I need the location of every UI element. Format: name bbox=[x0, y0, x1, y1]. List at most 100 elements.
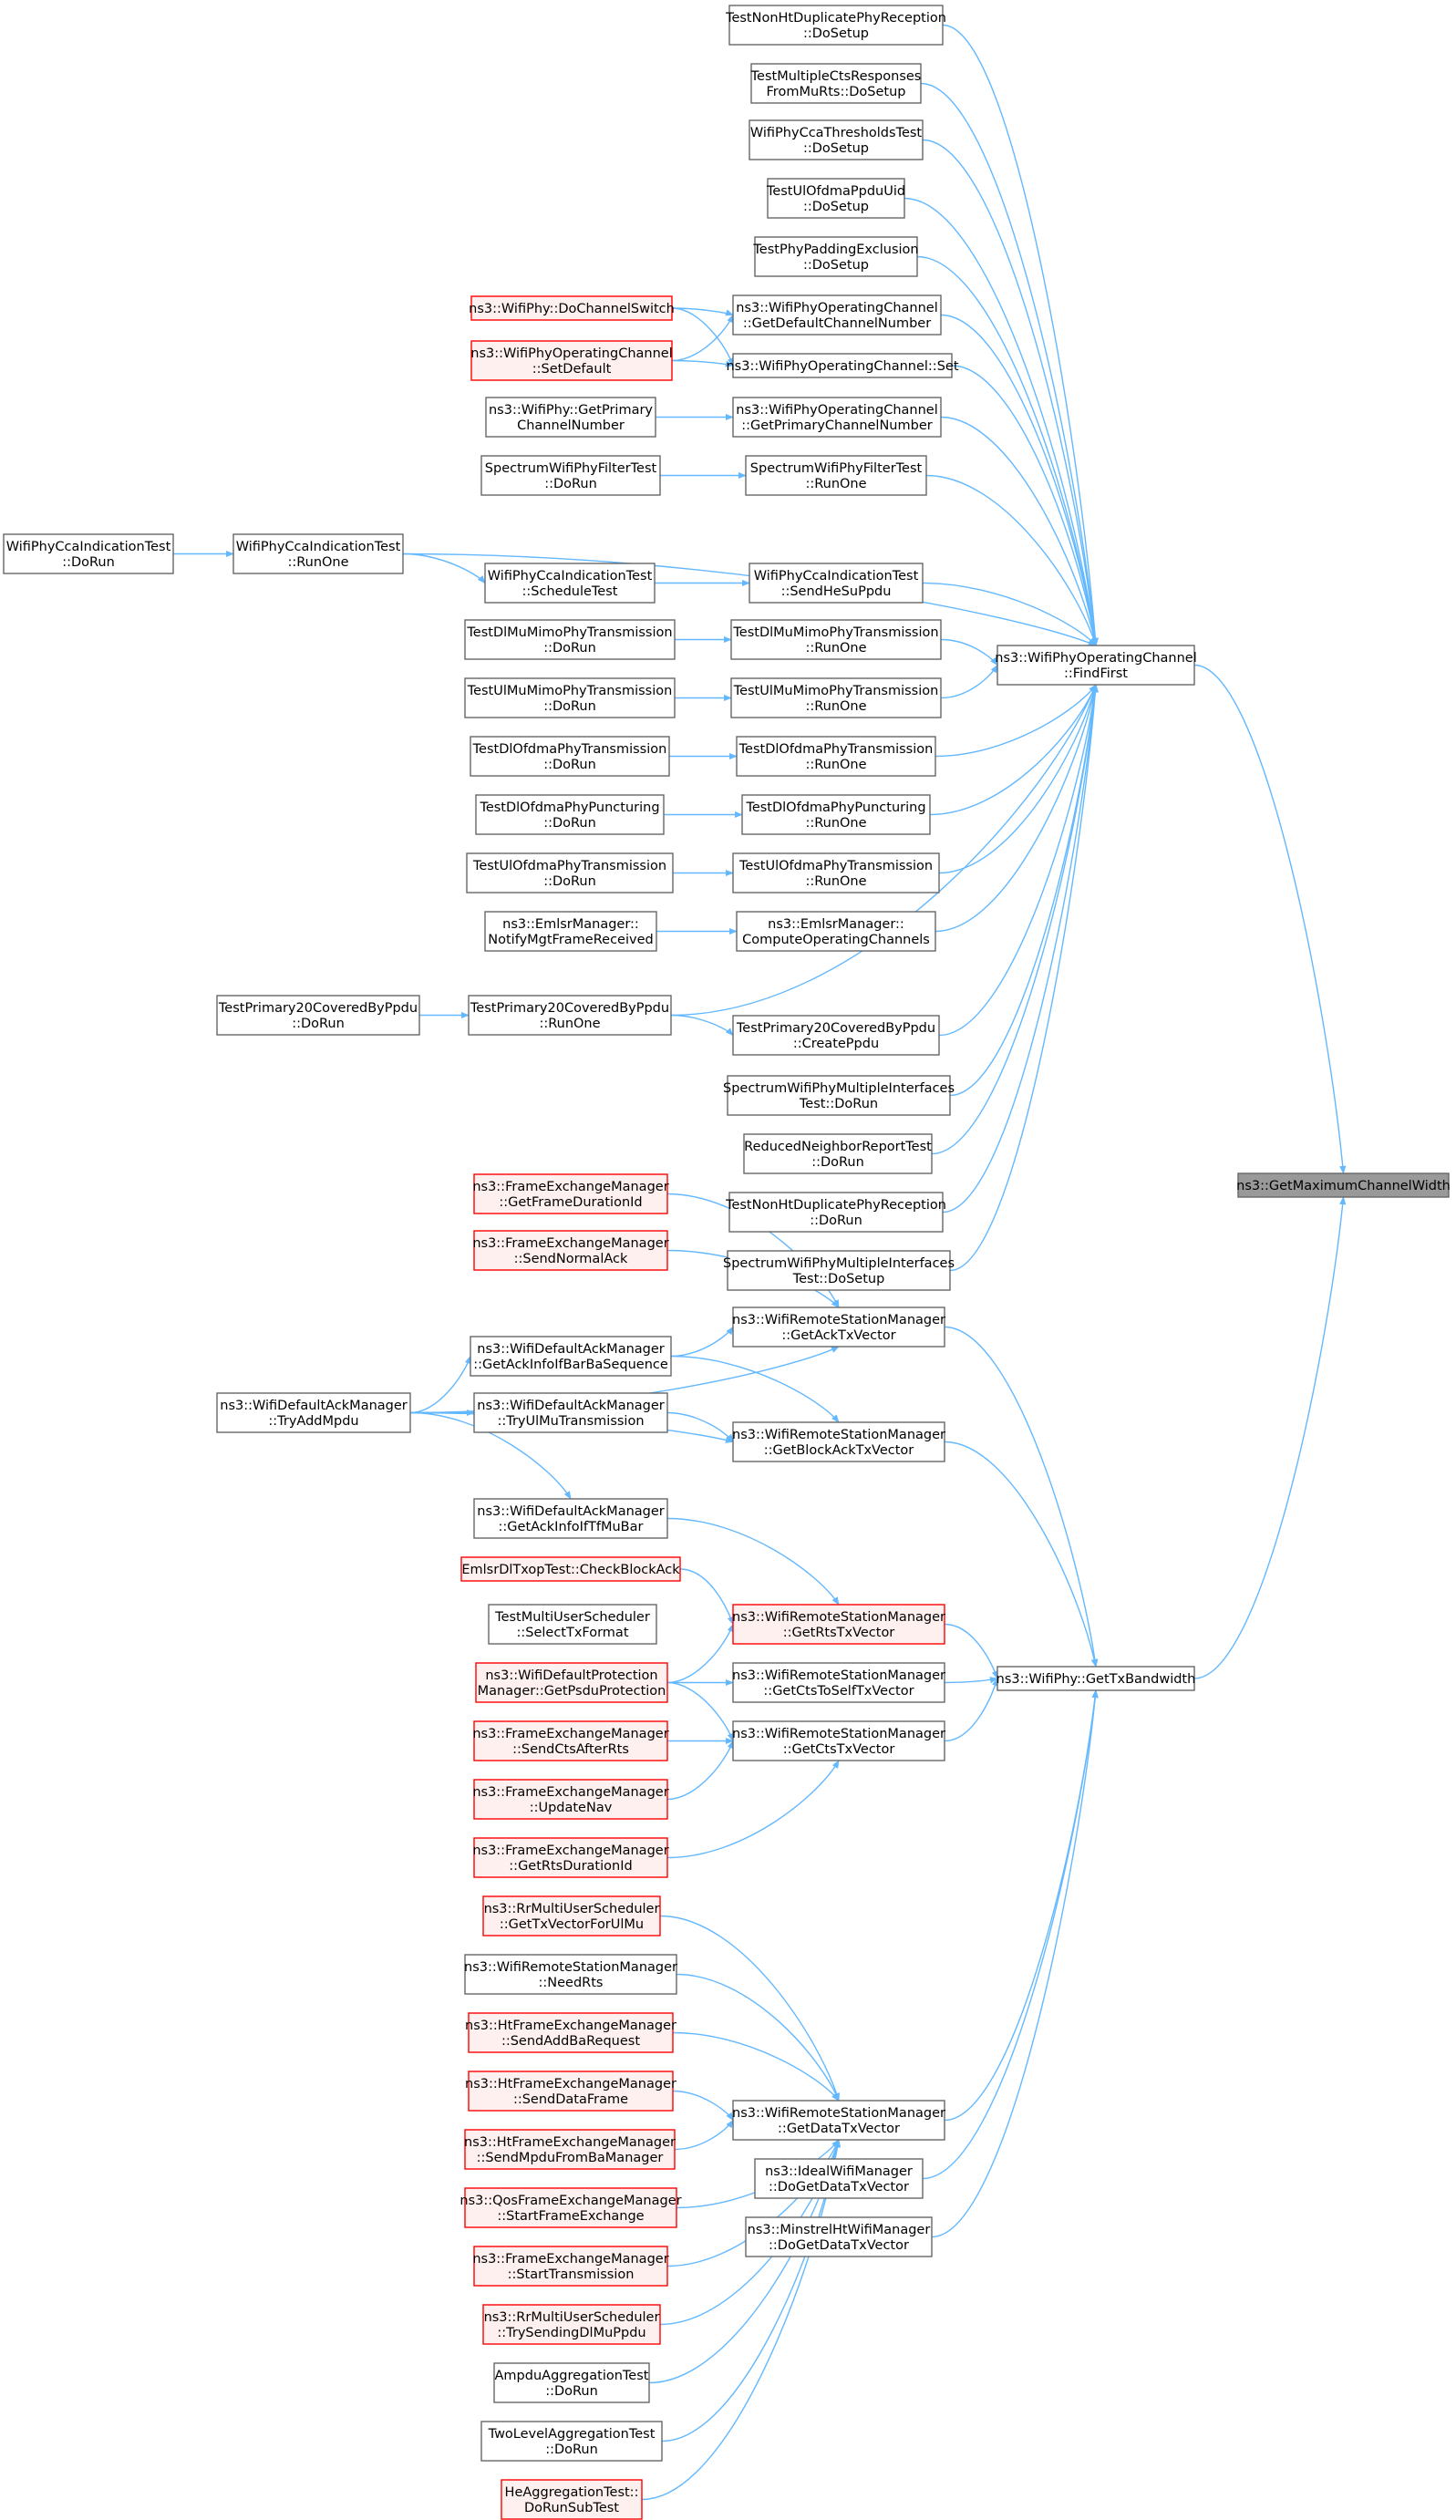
node-p20-run-one[interactable]: TestPrimary20CoveredByPpdu::RunOne bbox=[468, 995, 672, 1036]
edge-find-first-to-root bbox=[1193, 664, 1347, 1174]
edge-path bbox=[942, 24, 1099, 646]
node-box bbox=[470, 295, 673, 321]
node-nhdpr-do-run[interactable]: TestNonHtDuplicatePhyReception::DoRun bbox=[725, 1192, 946, 1233]
node-rsm-get-ack-tx-vector[interactable]: ns3::WifiRemoteStationManager::GetAckTxV… bbox=[732, 1306, 945, 1348]
node-rr-get-tx-vector-ul-mu[interactable]: ns3::RrMultiUserScheduler::GetTxVectorFo… bbox=[482, 1895, 661, 1936]
edge-ccai-run-one-to-ccai-schedule bbox=[402, 553, 486, 584]
node-label-line: ::CreatePpdu bbox=[793, 1037, 879, 1051]
node-ht-send-mpdu-from-ba[interactable]: ns3::HtFrameExchangeManager::SendMpduFro… bbox=[464, 2129, 676, 2170]
node-tla-do-run[interactable]: TwoLevelAggregationTest::DoRun bbox=[480, 2421, 663, 2462]
node-box bbox=[732, 397, 942, 438]
node-get-tx-bandwidth[interactable]: ns3::WifiPhy::GetTxBandwidth bbox=[996, 1666, 1196, 1691]
node-hea-do-run-sub-test[interactable]: HeAggregationTest::DoRunSubTest bbox=[501, 2479, 643, 2520]
node-ccat-do-setup[interactable]: WifiPhyCcaThresholdsTest::DoSetup bbox=[749, 119, 924, 160]
node-dlpunc-run-one[interactable]: TestDlOfdmaPhyPuncturing::RunOne bbox=[741, 794, 931, 835]
node-ampdu-do-run[interactable]: AmpduAggregationTest::DoRun bbox=[493, 2362, 650, 2403]
node-rnr-do-run[interactable]: ReducedNeighborReportTest::DoRun bbox=[743, 1133, 933, 1174]
node-ulmimo-run-one[interactable]: TestUlMuMimoPhyTransmission::RunOne bbox=[730, 677, 942, 718]
node-ulofdma-do-run[interactable]: TestUlOfdmaPhyTransmission::DoRun bbox=[466, 852, 674, 893]
node-rsm-get-cts-to-self[interactable]: ns3::WifiRemoteStationManager::GetCtsToS… bbox=[732, 1662, 945, 1703]
node-box bbox=[736, 736, 936, 777]
node-ccai-schedule[interactable]: WifiPhyCcaIndicationTest::ScheduleTest bbox=[484, 563, 656, 604]
node-label-line: TestNonHtDuplicatePhyReception bbox=[725, 1198, 946, 1213]
node-do-channel-switch[interactable]: ns3::WifiPhy::DoChannelSwitch bbox=[469, 295, 675, 321]
node-fem-start-transmission[interactable]: ns3::FrameExchangeManager::StartTransmis… bbox=[472, 2246, 669, 2287]
node-dlmimo-run-one[interactable]: TestDlMuMimoPhyTransmission::RunOne bbox=[730, 619, 942, 660]
node-label-line: ns3::RrMultiUserScheduler bbox=[484, 2310, 660, 2325]
node-ccai-send-he-su[interactable]: WifiPhyCcaIndicationTest::SendHeSuPpdu bbox=[749, 563, 924, 604]
node-ht-send-add-ba[interactable]: ns3::HtFrameExchangeManager::SendAddBaRe… bbox=[465, 2012, 676, 2053]
node-label-line: ns3::HtFrameExchangeManager bbox=[465, 2077, 676, 2091]
node-box bbox=[732, 1662, 945, 1703]
node-label-line: ::RunOne bbox=[287, 555, 348, 570]
node-wp-get-primary[interactable]: ns3::WifiPhy::GetPrimaryChannelNumber bbox=[485, 397, 656, 438]
node-swpmi-do-setup[interactable]: SpectrumWifiPhyMultipleInterfacesTest::D… bbox=[723, 1250, 955, 1291]
node-label-line: ::UpdateNav bbox=[530, 1801, 613, 1815]
node-label-line: ns3::WifiPhy::GetPrimary bbox=[489, 403, 653, 418]
node-emlsr-notify[interactable]: ns3::EmlsrManager::NotifyMgtFrameReceive… bbox=[484, 911, 657, 952]
node-label-line: WifiPhyCcaIndicationTest bbox=[488, 569, 653, 584]
node-rsm-need-rts[interactable]: ns3::WifiRemoteStationManager::NeedRts bbox=[464, 1954, 677, 1995]
node-find-first[interactable]: ns3::WifiPhyOperatingChannel::FindFirst bbox=[995, 645, 1197, 686]
edge-rsm-need-rts-to-rsm-get-data-tx-vector bbox=[676, 1973, 840, 2102]
node-swpft-run-one[interactable]: SpectrumWifiPhyFilterTest::RunOne bbox=[745, 455, 927, 496]
node-emlsr-check-block-ack[interactable]: EmlsrDlTxopTest::CheckBlockAck bbox=[460, 1556, 681, 1582]
node-op-set[interactable]: ns3::WifiPhyOperatingChannel::Set bbox=[726, 353, 959, 378]
node-mus-select-tx-format[interactable]: TestMultiUserScheduler::SelectTxFormat bbox=[488, 1604, 657, 1645]
node-dlmimo-do-run[interactable]: TestDlMuMimoPhyTransmission::DoRun bbox=[464, 619, 676, 660]
node-swpmi-do-run[interactable]: SpectrumWifiPhyMultipleInterfacesTest::D… bbox=[723, 1075, 955, 1116]
node-dlpunc-do-run[interactable]: TestDlOfdmaPhyPuncturing::DoRun bbox=[475, 794, 665, 835]
node-fem-get-frame-duration-id[interactable]: ns3::FrameExchangeManager::GetFrameDurat… bbox=[472, 1173, 669, 1214]
node-set-default[interactable]: ns3::WifiPhyOperatingChannel::SetDefault bbox=[470, 340, 673, 381]
node-label-line: ::DoRun bbox=[543, 758, 596, 772]
node-uopu-do-setup[interactable]: TestUlOfdmaPpduUid::DoSetup bbox=[766, 178, 905, 219]
node-nhdpr-do-setup[interactable]: TestNonHtDuplicatePhyReception::DoSetup bbox=[725, 5, 946, 46]
node-emlsr-compute[interactable]: ns3::EmlsrManager::ComputeOperatingChann… bbox=[736, 911, 936, 952]
node-fem-send-normal-ack[interactable]: ns3::FrameExchangeManager::SendNormalAck bbox=[472, 1230, 669, 1271]
node-box bbox=[754, 236, 918, 277]
node-dpm-get-psdu[interactable]: ns3::WifiDefaultProtectionManager::GetPs… bbox=[475, 1662, 668, 1703]
node-ppe-do-setup[interactable]: TestPhyPaddingExclusion::DoSetup bbox=[752, 236, 919, 277]
node-fem-send-cts-after-rts[interactable]: ns3::FrameExchangeManager::SendCtsAfterR… bbox=[472, 1720, 669, 1761]
node-swpft-do-run[interactable]: SpectrumWifiPhyFilterTest::DoRun bbox=[480, 455, 661, 496]
node-label-line: TestNonHtDuplicatePhyReception bbox=[725, 11, 946, 26]
edge-path bbox=[670, 1014, 734, 1037]
node-ccai-run-one[interactable]: WifiPhyCcaIndicationTest::RunOne bbox=[232, 533, 404, 574]
node-rsm-get-cts-tx-vector[interactable]: ns3::WifiRemoteStationManager::GetCtsTxV… bbox=[732, 1720, 945, 1761]
node-fem-get-rts-duration-id[interactable]: ns3::FrameExchangeManager::GetRtsDuratio… bbox=[472, 1837, 669, 1878]
node-p20-do-run[interactable]: TestPrimary20CoveredByPpdu::DoRun bbox=[216, 995, 420, 1036]
node-box bbox=[750, 63, 922, 104]
node-label-line: ::RunOne bbox=[805, 699, 866, 714]
edge-path bbox=[670, 684, 1097, 1017]
node-mcr-do-setup[interactable]: TestMultipleCtsResponsesFromMuRts::DoSet… bbox=[750, 63, 922, 104]
node-p20-create-ppdu[interactable]: TestPrimary20CoveredByPpdu::CreatePpdu bbox=[732, 1015, 940, 1056]
node-rsm-get-rts-tx-vector[interactable]: ns3::WifiRemoteStationManager::GetRtsTxV… bbox=[732, 1604, 945, 1645]
node-dlofdma-run-one[interactable]: TestDlOfdmaPhyTransmission::RunOne bbox=[736, 736, 936, 777]
node-dam-get-ack-info-if-tf[interactable]: ns3::WifiDefaultAckManager::GetAckInfoIf… bbox=[473, 1498, 668, 1539]
node-dam-get-ack-info-if-bar[interactable]: ns3::WifiDefaultAckManager::GetAckInfoIf… bbox=[470, 1336, 672, 1377]
node-minstrel-do-get-data[interactable]: ns3::MinstrelHtWifiManager::DoGetDataTxV… bbox=[745, 2216, 933, 2257]
node-ideal-do-get-data[interactable]: ns3::IdealWifiManager::DoGetDataTxVector bbox=[754, 2158, 924, 2199]
node-label-line: ::GetCtsToSelfTxVector bbox=[763, 1684, 914, 1699]
node-rr-try-sending-dl-mu[interactable]: ns3::RrMultiUserScheduler::TrySendingDlM… bbox=[482, 2304, 661, 2345]
node-ulofdma-run-one[interactable]: TestUlOfdmaPhyTransmission::RunOne bbox=[732, 852, 940, 893]
node-oc-get-primary[interactable]: ns3::WifiPhyOperatingChannel::GetPrimary… bbox=[732, 397, 942, 438]
node-label-line: ns3::WifiRemoteStationManager bbox=[732, 1313, 945, 1327]
node-dam-try-add-mpdu[interactable]: ns3::WifiDefaultAckManager::TryAddMpdu bbox=[216, 1392, 411, 1433]
node-box bbox=[767, 178, 905, 219]
node-box bbox=[749, 563, 924, 604]
node-fem-update-nav[interactable]: ns3::FrameExchangeManager::UpdateNav bbox=[472, 1779, 669, 1820]
node-label-line: ::RunOne bbox=[805, 816, 866, 831]
node-ccai-do-run[interactable]: WifiPhyCcaIndicationTest::DoRun bbox=[3, 533, 174, 574]
node-ulmimo-do-run[interactable]: TestUlMuMimoPhyTransmission::DoRun bbox=[464, 677, 676, 718]
node-dlofdma-do-run[interactable]: TestDlOfdmaPhyTransmission::DoRun bbox=[470, 736, 670, 777]
node-get-default-channel-number[interactable]: ns3::WifiPhyOperatingChannel::GetDefault… bbox=[732, 294, 942, 336]
node-qos-start-frame-exchange[interactable]: ns3::QosFrameExchangeManager::StartFrame… bbox=[460, 2187, 682, 2228]
edge-dpm-get-psdu-to-rsm-get-rts-tx-vector bbox=[666, 1623, 734, 1684]
node-rsm-get-block-ack[interactable]: ns3::WifiRemoteStationManager::GetBlockA… bbox=[732, 1421, 945, 1462]
node-ht-send-data-frame[interactable]: ns3::HtFrameExchangeManager::SendDataFra… bbox=[465, 2071, 676, 2112]
node-rsm-get-data-tx-vector[interactable]: ns3::WifiRemoteStationManager::GetDataTx… bbox=[732, 2100, 945, 2141]
node-dam-try-ul-mu[interactable]: ns3::WifiDefaultAckManager::TryUlMuTrans… bbox=[473, 1392, 668, 1433]
node-label-line: ns3::FrameExchangeManager bbox=[472, 1785, 668, 1800]
node-box bbox=[743, 1133, 933, 1174]
